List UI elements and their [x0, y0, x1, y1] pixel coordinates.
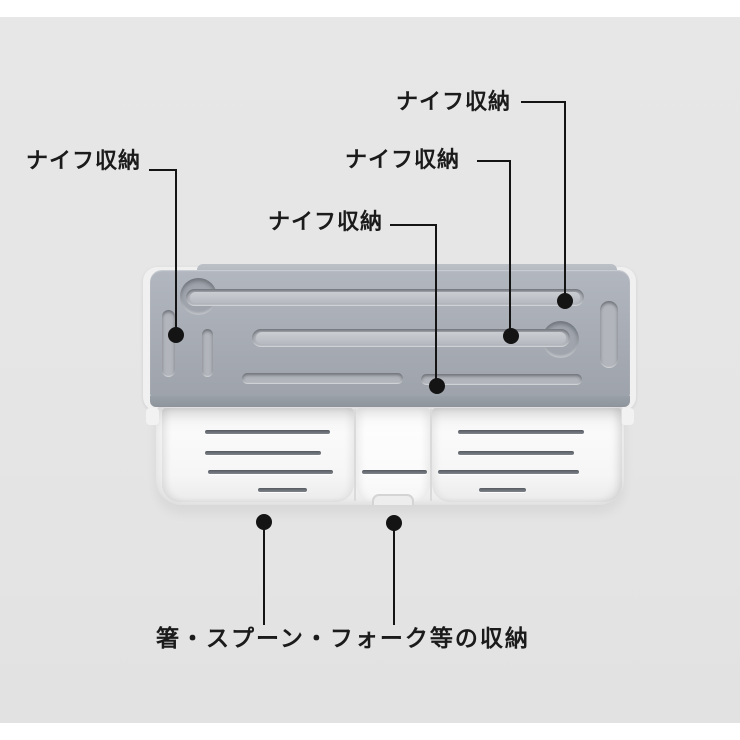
- basket-middle-compartment: [356, 408, 430, 502]
- leader-line: [263, 522, 265, 625]
- leader-line: [390, 224, 437, 226]
- vent-slot: [479, 488, 526, 492]
- basket-right-tab: [621, 408, 634, 425]
- leader-line: [175, 169, 177, 337]
- knife-slot-top: [186, 289, 584, 306]
- label-knife-storage-left: ナイフ収納: [26, 149, 142, 174]
- leader-line: [509, 160, 511, 338]
- vent-slot: [205, 430, 330, 434]
- leader-line: [521, 101, 566, 103]
- vent-slot: [438, 470, 579, 474]
- pointer-dot: [429, 378, 445, 394]
- pointer-dot: [503, 328, 519, 344]
- vent-slot: [258, 488, 307, 492]
- label-knife-storage-mid-right: ナイフ収納: [345, 148, 461, 173]
- knife-slot-vertical-right: [600, 301, 618, 368]
- pointer-dot: [168, 327, 184, 343]
- basket-right-compartment: [432, 408, 622, 502]
- knife-slot-vertical-left2: [202, 329, 213, 377]
- vent-slot: [458, 430, 584, 434]
- vent-slot: [205, 451, 321, 455]
- label-utensil-storage-bottom: 箸・スプーン・フォーク等の収納: [156, 626, 530, 652]
- vent-slot: [208, 470, 333, 474]
- vent-slot: [362, 470, 427, 474]
- leader-line: [149, 169, 177, 171]
- leader-line: [477, 160, 511, 162]
- pointer-dot: [557, 293, 573, 309]
- label-knife-storage-mid-left: ナイフ収納: [268, 210, 384, 235]
- basket-divider-right: [430, 409, 432, 501]
- basket-bottom-notch: [372, 494, 414, 505]
- knife-slot-vertical-left: [162, 310, 175, 377]
- knife-slot-bottom-left: [242, 373, 403, 384]
- knife-panel-bottom-edge: [150, 396, 630, 407]
- basket-left-tab: [146, 408, 159, 425]
- basket-divider-left: [354, 409, 356, 501]
- leader-line: [564, 101, 566, 303]
- knife-slot-middle: [252, 329, 570, 347]
- leader-line: [435, 224, 437, 388]
- vent-slot: [458, 451, 574, 455]
- label-knife-storage-top: ナイフ収納: [396, 90, 512, 115]
- knife-slot-bottom-right: [421, 374, 582, 385]
- leader-line: [393, 523, 395, 625]
